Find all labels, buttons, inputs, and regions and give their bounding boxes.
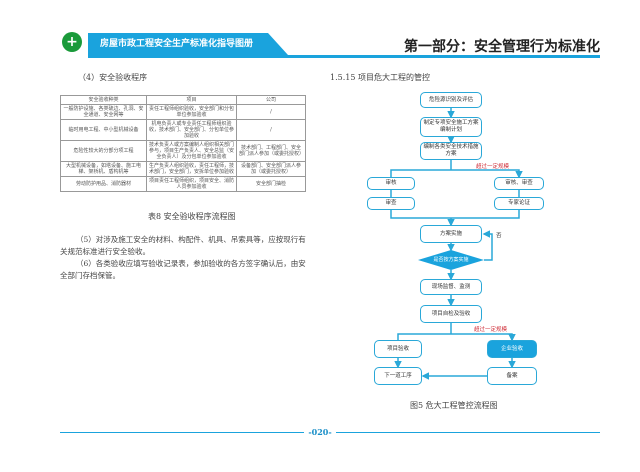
table-row: 临时用电工程、中小型机械设备机电负责人或专业责任工程师组织验收，技术部门、安全部… [60, 119, 306, 141]
flow-node: 备案 [487, 367, 537, 385]
header-banner: 房屋市政工程安全生产标准化指导图册 [88, 33, 288, 55]
flow-node: 现场监督、监测 [420, 279, 482, 295]
part-title: 第一部分：安全管理行为标准化 [404, 39, 600, 55]
table-row: 一般防护设施、各类硫边、孔洞、安全通道、安全网等责任工程师组织验收，安全部门和分… [60, 104, 306, 120]
flow-node: 编制各类安全技术措施方案 [420, 142, 482, 160]
section-title-right: 1.5.15 项目危大工程的管控 [330, 73, 430, 82]
paragraph: （6）各类验收应填写验收记录表，参加验收的各方签字确认后，由安全部门存档保管。 [60, 259, 306, 280]
table-cell: 安全部门抽检 [236, 176, 306, 192]
decision-diamond [418, 250, 484, 270]
table-cell: 项目责任工程师组织，项目安全、消防人员参加验收 [146, 176, 237, 192]
flow-node: 项目自检及验收 [420, 305, 482, 323]
flow-node: 项目验收 [374, 340, 422, 358]
no-label: 否 [496, 233, 502, 239]
header-divider [88, 55, 600, 58]
figure-caption: 图5 危大工程管控流程图 [410, 401, 498, 410]
section-title-left: （4）安全验收程序 [78, 73, 148, 82]
flow-node: 专家论证 [494, 197, 544, 210]
flow-node: 下一道工序 [374, 367, 422, 385]
flow-node: 制定专项安全施工方案编制计划 [420, 117, 482, 137]
logo: + [62, 32, 82, 52]
table-row: 大型机械设备，如塔设备、施工电梯、架桥机、盾构机等生产负责人组织验收，责任工程师… [60, 161, 306, 177]
paragraph: （5）对涉及施工安全的材料、构配件、机具、吊索具等，应按现行有关规范标准进行安全… [60, 235, 306, 256]
flow-node: 企业验收 [487, 340, 537, 358]
page-number: -020- [0, 427, 640, 437]
flow-node: 审核 [367, 177, 415, 190]
table-caption: 表8 安全验收程序流程图 [148, 212, 236, 221]
table-row: 劳动防护用品、消防器材项目责任工程师组织，项目安全、消防人员参加验收安全部门抽检 [60, 176, 306, 192]
branch-label: 超过一定规模 [474, 327, 508, 333]
acceptance-table: 安全验收种类 项目 公司 一般防护设施、各类硫边、孔洞、安全通道、安全网等责任工… [60, 95, 306, 192]
flow-node: 方案实施 [420, 225, 482, 243]
flow-node: 审核、审查 [494, 177, 544, 190]
page-number-text: -020- [304, 427, 336, 437]
flow-node: 审查 [367, 197, 415, 210]
flow-node: 危险源识别及评估 [420, 92, 482, 108]
decision-label: 是否按方案实施 [433, 257, 469, 263]
branch-label: 超过一定规模 [476, 164, 510, 170]
